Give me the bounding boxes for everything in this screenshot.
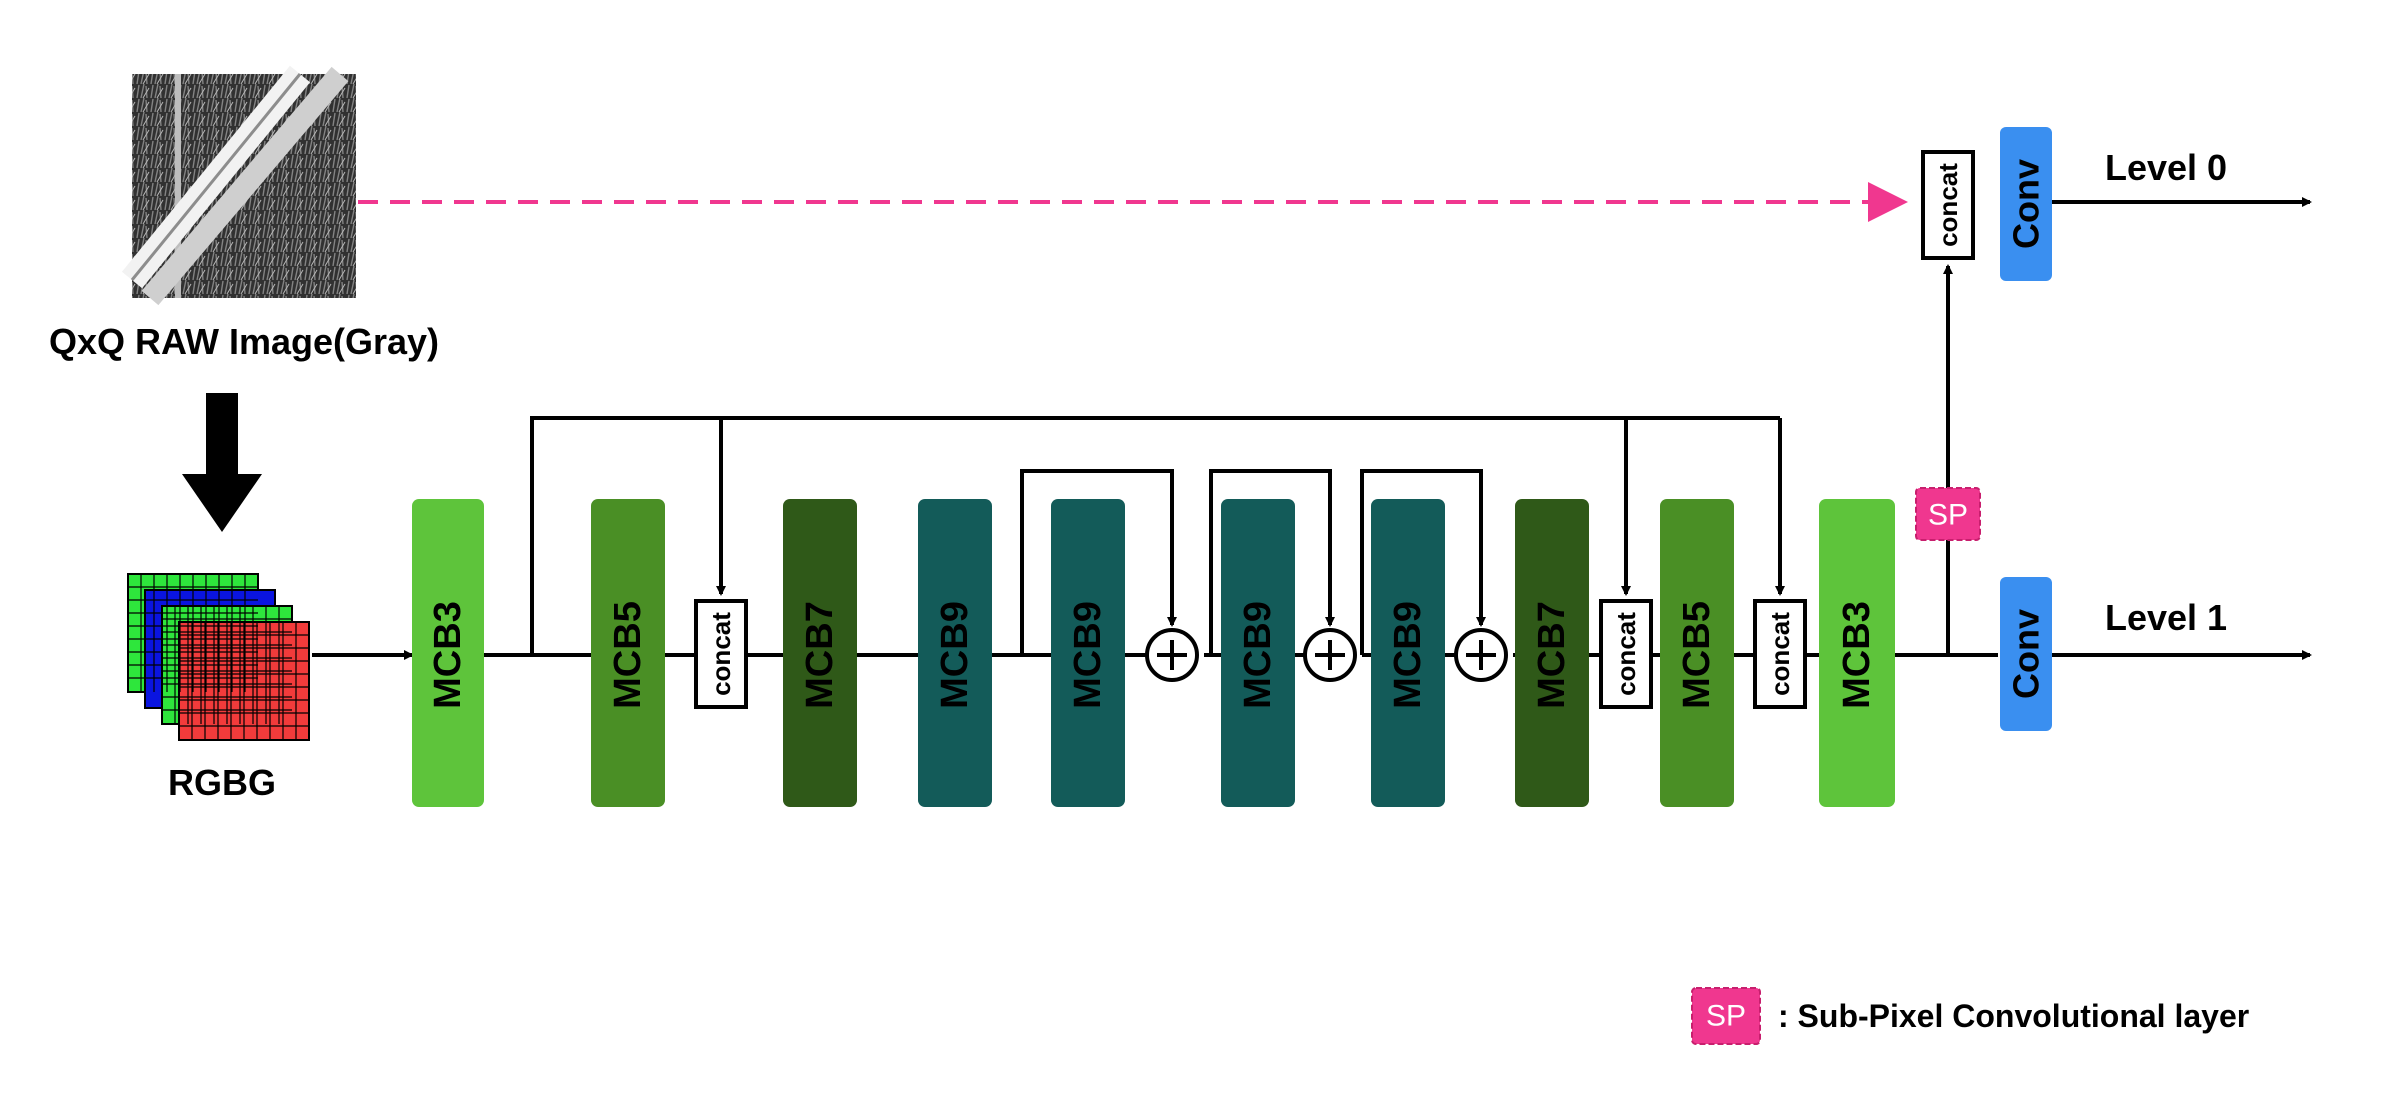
block-mcb5_b-body	[1660, 499, 1734, 807]
legend-sp-swatch	[1691, 987, 1761, 1045]
concat-a-label: concat	[706, 612, 736, 696]
add-node-2	[1303, 628, 1357, 682]
mcb-blocks: MCB3 MCB5 MCB7 MCB9 MCB9 MCB9 MCB9 MCB7 MCB5 MCB3	[412, 499, 1895, 807]
pack-down-arrow	[182, 393, 262, 532]
block-mcb7_b-label: MCB7	[1531, 601, 1573, 709]
block-mcb5_b: MCB5	[1660, 499, 1734, 807]
legend: SP : Sub-Pixel Convolutional layer	[1691, 987, 2249, 1045]
concat-top: concat	[1921, 150, 1975, 260]
block-mcb9_a: MCB9	[918, 499, 992, 807]
concat-top-label: concat	[1933, 163, 1963, 247]
concat-a: concat	[694, 599, 748, 709]
block-mcb5_a-body	[591, 499, 665, 807]
sp-label: SP	[1928, 499, 1968, 532]
add-node-3	[1454, 628, 1508, 682]
block-mcb9_d-body	[1371, 499, 1445, 807]
block-mcb3_a-label: MCB3	[427, 601, 469, 709]
block-mcb3_a-body	[412, 499, 484, 807]
concat-b: concat	[1599, 599, 1653, 709]
sp-block: SP	[1915, 487, 1981, 541]
raw-image	[121, 65, 356, 306]
block-mcb9_b: MCB9	[1051, 499, 1125, 807]
block-mcb9_d-label: MCB9	[1387, 601, 1429, 709]
block-mcb3_b: MCB3	[1819, 499, 1895, 807]
level0-label: Level 0	[2105, 147, 2227, 188]
block-mcb9_a-body	[918, 499, 992, 807]
block-mcb9_d: MCB9	[1371, 499, 1445, 807]
block-mcb9_c: MCB9	[1221, 499, 1295, 807]
legend-text: : Sub-Pixel Convolutional layer	[1778, 998, 2249, 1034]
block-mcb3_b-label: MCB3	[1836, 601, 1878, 709]
block-mcb5_a: MCB5	[591, 499, 665, 807]
raw-image-caption: QxQ RAW Image(Gray)	[49, 321, 439, 362]
concat-c-label: concat	[1765, 612, 1795, 696]
conv-block-level0: Conv	[2000, 127, 2052, 281]
block-mcb3_a: MCB3	[412, 499, 484, 807]
block-mcb9_a-label: MCB9	[934, 601, 976, 709]
block-mcb9_c-label: MCB9	[1237, 601, 1279, 709]
conv-block-level1: Conv	[2000, 577, 2052, 731]
legend-sp-symbol: SP	[1706, 1000, 1746, 1033]
block-mcb7_a-label: MCB7	[799, 601, 841, 709]
block-mcb7_b-body	[1515, 499, 1589, 807]
concat-b-label: concat	[1611, 612, 1641, 696]
concat-c: concat	[1753, 599, 1807, 709]
block-mcb9_b-body	[1051, 499, 1125, 807]
block-mcb7_a-body	[783, 499, 857, 807]
conv-level1-label: Conv	[2006, 609, 2047, 699]
block-mcb9_c-body	[1221, 499, 1295, 807]
block-mcb7_a: MCB7	[783, 499, 857, 807]
rgbg-stack	[127, 573, 310, 741]
rgbg-caption: RGBG	[168, 762, 276, 803]
level1-label: Level 1	[2105, 597, 2227, 638]
block-mcb3_b-body	[1819, 499, 1895, 807]
block-mcb7_b: MCB7	[1515, 499, 1589, 807]
block-mcb9_b-label: MCB9	[1067, 601, 1109, 709]
conv-level0-label: Conv	[2006, 159, 2047, 249]
block-mcb5_a-label: MCB5	[607, 601, 649, 709]
add-node-1	[1145, 628, 1199, 682]
block-mcb5_b-label: MCB5	[1676, 601, 1718, 709]
